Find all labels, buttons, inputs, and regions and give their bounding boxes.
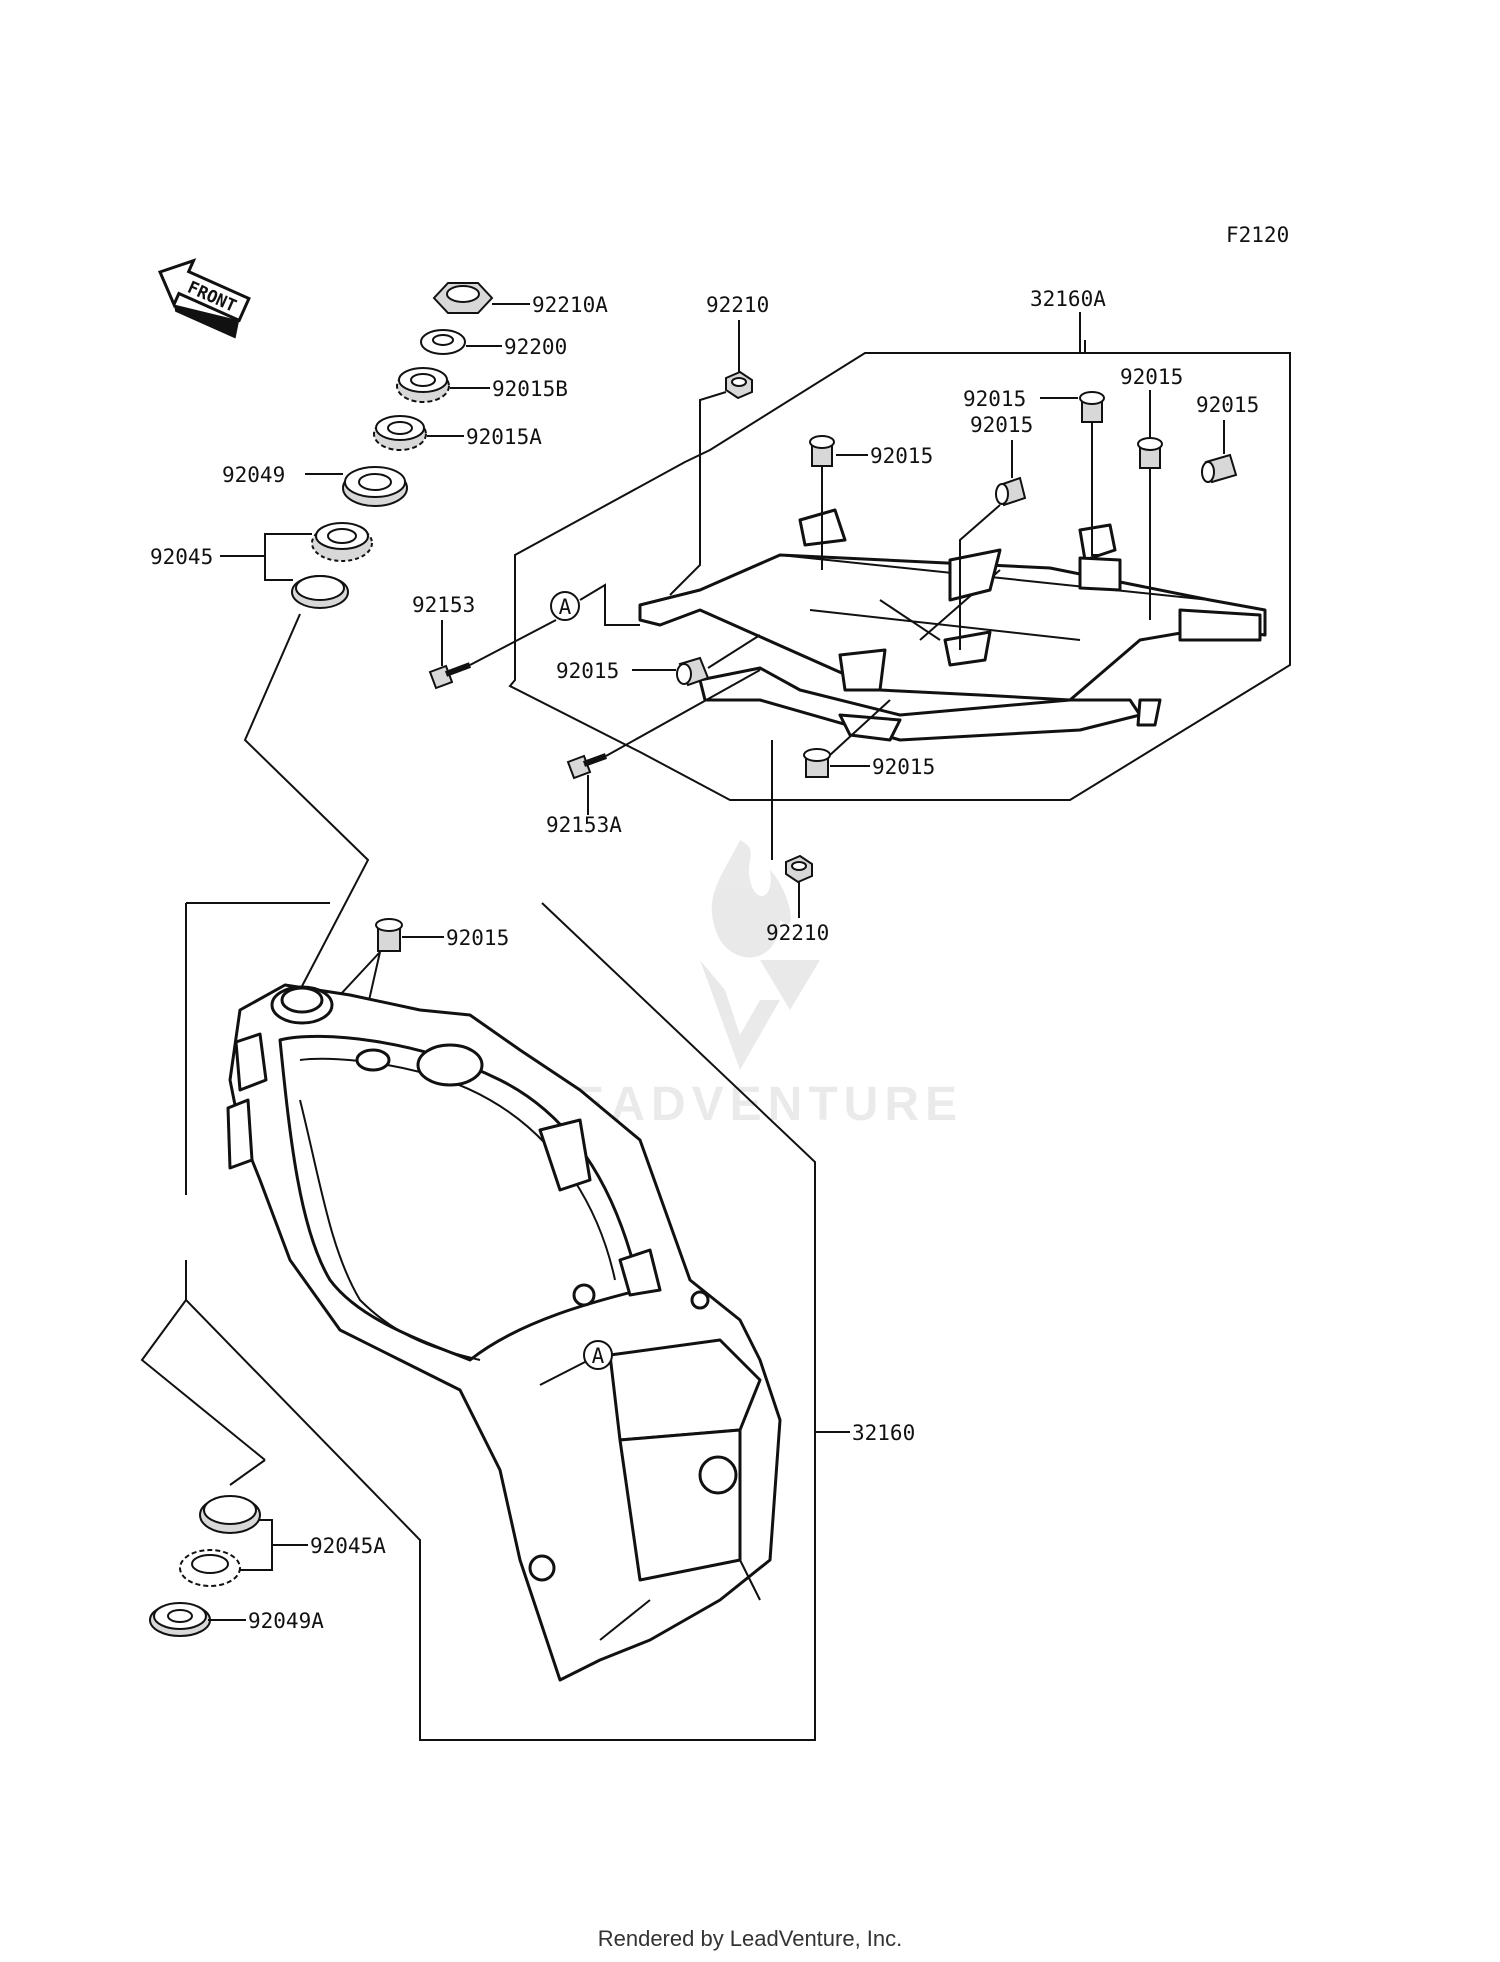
label-92015-sub1: 92015 <box>963 387 1026 411</box>
locknut-92015A-icon <box>373 415 427 451</box>
collar-92015-sub2-icon <box>1137 437 1163 469</box>
label-32160: 32160 <box>852 1421 915 1445</box>
bolt-92153A-icon <box>566 753 608 780</box>
front-arrow-icon: FRONT <box>157 258 251 339</box>
label-92200: 92200 <box>504 335 567 359</box>
diagram-code: F2120 <box>1226 223 1289 247</box>
nut-92210A-icon <box>432 282 494 314</box>
label-92015-sub5: 92015 <box>870 444 933 468</box>
label-92153: 92153 <box>412 593 475 617</box>
label-92049: 92049 <box>222 463 285 487</box>
callout-A-top: A <box>559 595 572 619</box>
label-92015A: 92015A <box>466 425 542 449</box>
nut-92210-top-icon <box>725 370 753 400</box>
collar-92015-sub5-icon <box>809 435 835 467</box>
label-92210-top: 92210 <box>706 293 769 317</box>
collar-92015-sub7-icon <box>803 748 831 778</box>
race-92045-lower-icon <box>291 575 349 609</box>
nut-92210-bottom-icon <box>785 854 813 884</box>
label-92045A: 92045A <box>310 1534 386 1558</box>
bearing-92045A-lower-icon <box>179 1549 241 1587</box>
locknut-92015B-icon <box>396 367 450 403</box>
bolt-92153-icon <box>428 662 472 690</box>
callout-A-bottom: A <box>592 1344 605 1368</box>
bearing-92045-upper-icon <box>311 522 373 562</box>
label-92015-sub7: 92015 <box>872 755 935 779</box>
collar-92015-sub6-icon <box>676 656 710 687</box>
seal-92049-icon <box>342 466 408 507</box>
main-frame-32160-icon <box>226 983 782 1682</box>
label-32160A: 32160A <box>1030 287 1106 311</box>
label-92015-sub4: 92015 <box>970 413 1033 437</box>
collar-92015-sub3-icon <box>1201 453 1238 484</box>
label-92015B: 92015B <box>492 377 568 401</box>
label-92210-bottom: 92210 <box>766 921 829 945</box>
label-92045: 92045 <box>150 545 213 569</box>
callout-A-bottom-icon: A <box>583 1340 613 1370</box>
label-92015-sub2: 92015 <box>1120 365 1183 389</box>
washer-92200-icon <box>420 329 466 355</box>
collar-92015-sub4-icon <box>995 476 1027 507</box>
race-92045A-upper-icon <box>199 1495 261 1534</box>
seal-92049A-icon <box>149 1602 211 1637</box>
label-92015-sub3: 92015 <box>1196 393 1259 417</box>
label-92210A: 92210A <box>532 293 608 317</box>
label-92015-sub6: 92015 <box>556 659 619 683</box>
label-92015-main: 92015 <box>446 926 509 950</box>
collar-92015-main-icon <box>375 918 403 952</box>
watermark-logo <box>700 840 820 1070</box>
callout-A-top-icon: A <box>550 591 580 621</box>
collar-92015-sub1-icon <box>1079 391 1105 423</box>
label-92153A: 92153A <box>546 813 622 837</box>
label-92049A: 92049A <box>248 1609 324 1633</box>
subframe-32160A-icon <box>638 508 1267 742</box>
footer-credit: Rendered by LeadVenture, Inc. <box>598 1926 903 1951</box>
